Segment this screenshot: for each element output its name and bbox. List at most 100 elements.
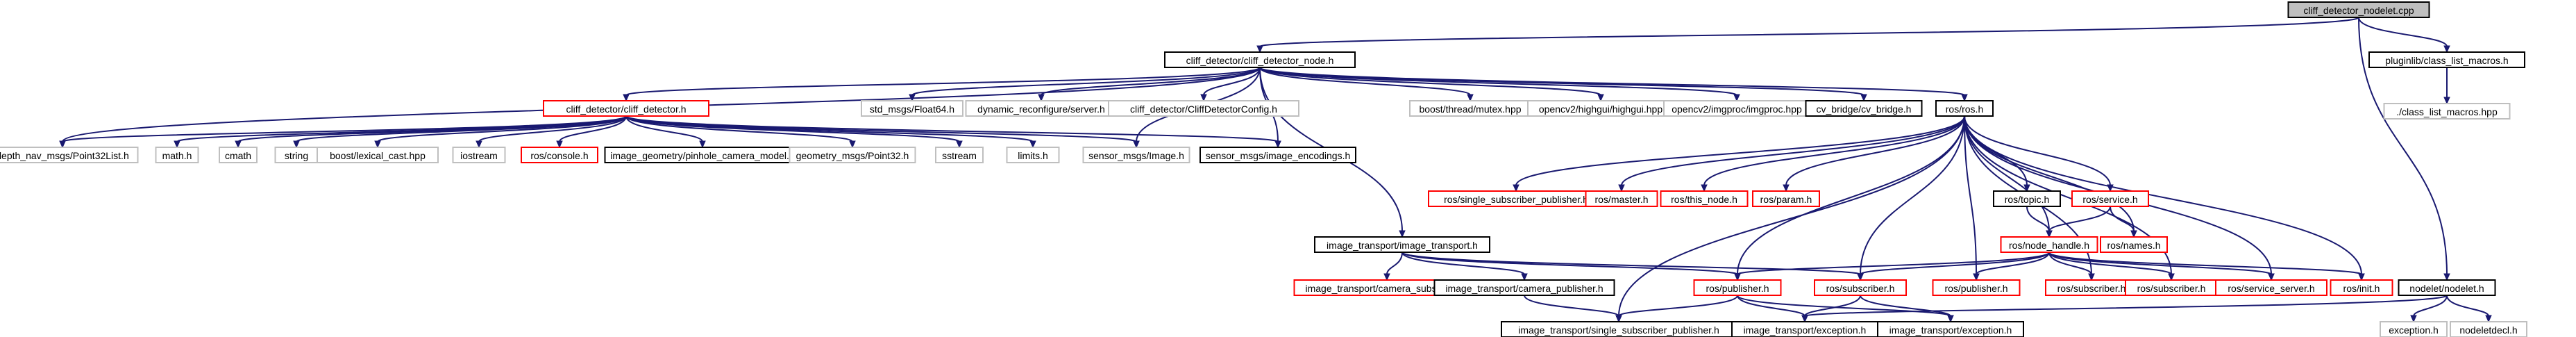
node-box <box>1108 100 1299 117</box>
node-exc1[interactable]: image_transport/exception.h <box>1731 321 1878 337</box>
node-service[interactable]: ros/service.h <box>2071 190 2149 207</box>
node-iostream: iostream <box>452 147 506 163</box>
edge-nodelet-to-exception <box>2413 295 2448 317</box>
arrowhead-nh-to-rsub1 <box>2088 273 2095 281</box>
arrowhead-service-to-names <box>2130 230 2137 238</box>
edge-rosh-to-service <box>1964 115 2111 186</box>
node-sspub[interactable]: image_transport/single_subscriber_publis… <box>1501 321 1737 337</box>
edge-service-to-nh <box>2048 206 2111 232</box>
node-box <box>2450 321 2527 337</box>
edge-rosh-to-param <box>1785 115 1965 186</box>
edge-nodelet-to-exc1 <box>1804 295 2448 317</box>
node-math: math.h <box>155 147 199 163</box>
node-box <box>861 100 963 117</box>
edge-itsub-to-exc2 <box>1860 295 1951 317</box>
node-names[interactable]: ros/names.h <box>2100 236 2168 253</box>
arrowhead-itsub-to-exc2 <box>1947 315 1954 323</box>
node-cd[interactable]: cliff_detector/cliff_detector.h <box>543 100 709 117</box>
node-label: cliff_detector/cliff_detector.h <box>566 104 686 115</box>
node-box <box>1993 190 2061 207</box>
edge-nodelet-to-ndecl <box>2446 295 2489 317</box>
edge-rosh-to-rpub <box>1964 115 1977 275</box>
node-pinhole[interactable]: image_geometry/pinhole_camera_model.h <box>604 147 801 163</box>
arrowhead-it-to-camsub <box>1383 273 1390 281</box>
node-box <box>543 100 709 117</box>
node-cfg: cliff_detector/CliffDetectorConfig.h <box>1108 100 1299 117</box>
node-label: cliff_detector_nodelet.cpp <box>2303 5 2414 16</box>
node-rpub[interactable]: ros/publisher.h <box>1932 279 2021 296</box>
node-param[interactable]: ros/param.h <box>1752 190 1820 207</box>
node-label: ros/service_server.h <box>2228 283 2314 294</box>
edge-nh-to-rsub1 <box>2048 252 2092 275</box>
arrowhead-nh-to-srvsrv <box>2268 273 2275 281</box>
edge-cd-to-lexc <box>377 115 627 142</box>
node-rosh[interactable]: ros/ros.h <box>1935 100 1994 117</box>
edge-cdn-to-cfg <box>1203 67 1261 96</box>
node-senc[interactable]: sensor_msgs/image_encodings.h <box>1199 147 1356 163</box>
node-camsub[interactable]: image_transport/camera_subscriber.h <box>1293 279 1481 296</box>
edge-itpub-to-sspub <box>1618 295 1738 317</box>
node-box <box>1199 147 1356 163</box>
node-cvb[interactable]: cv_bridge/cv_bridge.h <box>1805 100 1923 117</box>
node-exception: exception.h <box>2380 321 2448 337</box>
node-box <box>521 147 598 163</box>
node-label: string <box>285 150 308 161</box>
node-campub[interactable]: image_transport/camera_publisher.h <box>1433 279 1615 296</box>
node-rsub2[interactable]: ros/subscriber.h <box>2125 279 2218 296</box>
arrowhead-cdn-to-dyn <box>1038 94 1045 102</box>
node-rsub1[interactable]: ros/subscriber.h <box>2045 279 2138 296</box>
arrowhead-cd-to-sstream <box>956 140 963 149</box>
edge-rosh-to-master <box>1621 115 1965 186</box>
node-box <box>1814 279 1907 296</box>
arrowhead-cd-to-iostream <box>475 140 482 149</box>
arrowhead-cdn-to-cfg <box>1200 94 1207 102</box>
node-box <box>2071 190 2149 207</box>
node-master[interactable]: ros/master.h <box>1585 190 1658 207</box>
node-it[interactable]: image_transport/image_transport.h <box>1314 236 1490 253</box>
node-root[interactable]: cliff_detector_nodelet.cpp <box>2287 1 2430 18</box>
node-label: opencv2/highgui/highgui.hpp <box>1539 104 1662 115</box>
node-box <box>2100 236 2168 253</box>
node-clm[interactable]: pluginlib/class_list_macros.h <box>2368 51 2525 68</box>
node-box <box>1164 51 1356 68</box>
node-console[interactable]: ros/console.h <box>521 147 598 163</box>
node-box <box>2383 103 2511 120</box>
edge-nh-to-srvsrv <box>2048 252 2272 275</box>
node-topic[interactable]: ros/topic.h <box>1993 190 2061 207</box>
node-lexc: boost/lexical_cast.hpp <box>317 147 439 163</box>
arrowhead-clm-to-clmhpp <box>2443 97 2450 105</box>
edge-it-to-camsub <box>1386 252 1403 275</box>
node-ssubpub[interactable]: ros/single_subscriber_publisher.h <box>1428 190 1604 207</box>
node-label: ros/subscriber.h <box>2137 283 2206 294</box>
node-label: ros/node_handle.h <box>2009 240 2089 251</box>
node-itpub[interactable]: ros/publisher.h <box>1693 279 1782 296</box>
node-box <box>219 147 258 163</box>
node-nodelet[interactable]: nodelet/nodelet.h <box>2398 279 2496 296</box>
arrowhead-nh-to-rsub2 <box>2168 273 2175 281</box>
edge-cd-to-gpt32 <box>625 115 853 142</box>
arrowhead-service-to-nh <box>2046 230 2053 238</box>
node-box <box>1932 279 2021 296</box>
node-pt32l: depth_nav_msgs/Point32List.h <box>0 147 139 163</box>
arrowhead-nodelet-to-exc1 <box>1801 315 1808 323</box>
node-label: ./class_list_macros.hpp <box>2396 106 2498 117</box>
node-label: ros/single_subscriber_publisher.h <box>1444 194 1588 205</box>
node-exc2[interactable]: image_transport/exception.h <box>1877 321 2024 337</box>
node-label: dynamic_reconfigure/server.h <box>977 104 1105 115</box>
node-cdn[interactable]: cliff_detector/cliff_detector_node.h <box>1164 51 1356 68</box>
arrowhead-cd-to-limits <box>1029 140 1036 149</box>
arrowhead-cdn-to-mtx <box>1467 94 1474 102</box>
node-label: cliff_detector/CliffDetectorConfig.h <box>1130 104 1277 115</box>
node-srvsrv[interactable]: ros/service_server.h <box>2215 279 2327 296</box>
node-init[interactable]: ros/init.h <box>2330 279 2393 296</box>
node-thisnode[interactable]: ros/this_node.h <box>1660 190 1749 207</box>
node-label: limits.h <box>1018 150 1048 161</box>
node-box <box>1433 279 1615 296</box>
node-label: nodelet/nodelet.h <box>2409 283 2484 294</box>
node-nh[interactable]: ros/node_handle.h <box>2000 236 2098 253</box>
node-box <box>2000 236 2098 253</box>
edge-cd-to-iostream <box>478 115 627 142</box>
node-label: ros/subscriber.h <box>1826 283 1895 294</box>
node-itsub[interactable]: ros/subscriber.h <box>1814 279 1907 296</box>
